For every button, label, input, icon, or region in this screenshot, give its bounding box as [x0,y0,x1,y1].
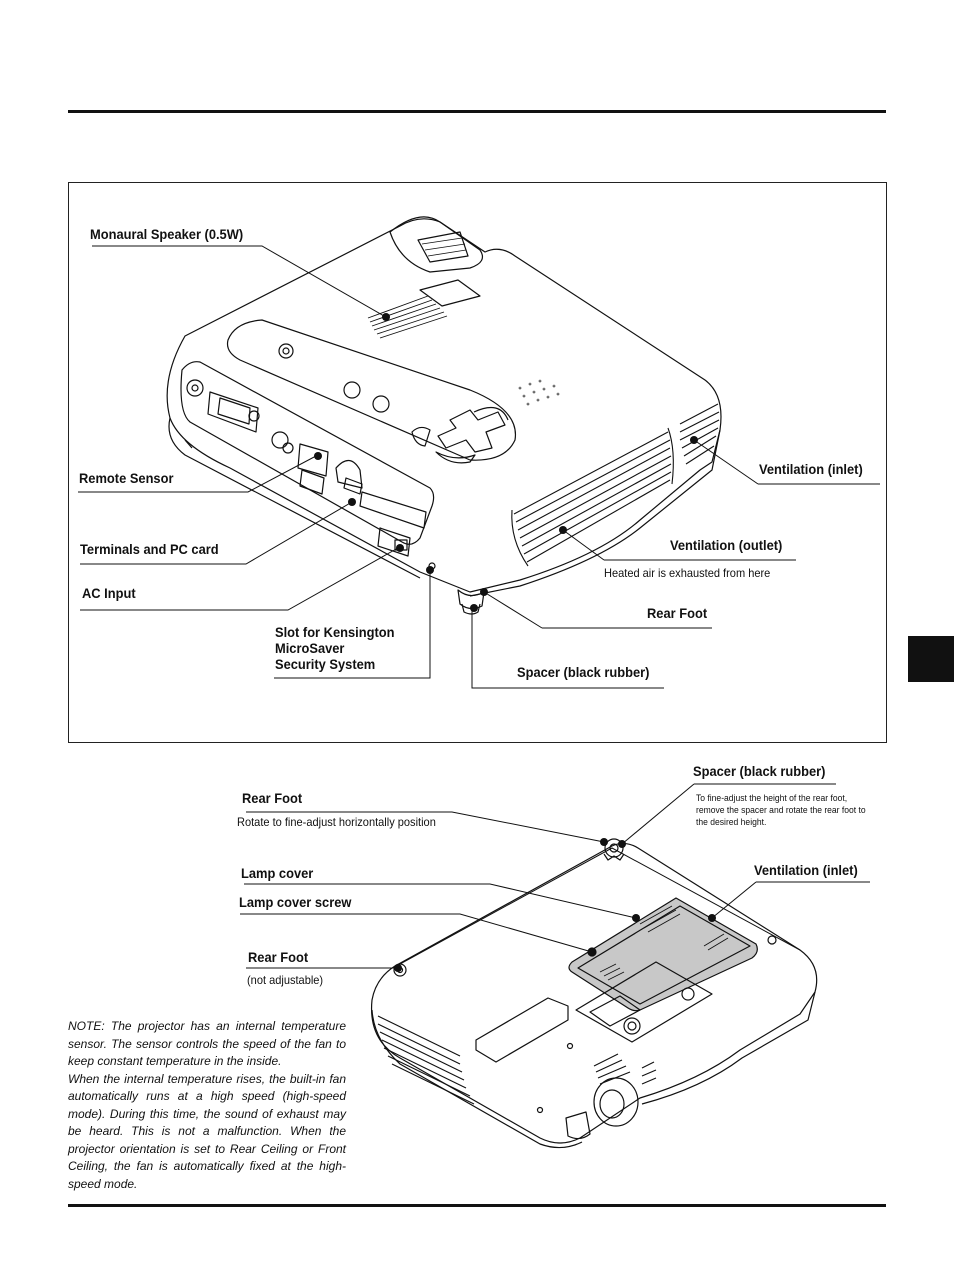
label-kensington-line2: MicroSaver [275,640,345,656]
label-lamp-cover-screw: Lamp cover screw [239,894,352,910]
label-spacer-top: Spacer (black rubber) [517,664,650,680]
label-rear-foot-fixed-sub: (not adjustable) [247,973,324,987]
projector-front-illustration [166,216,722,615]
label-rear-foot-top: Rear Foot [647,605,708,621]
label-kensington-line3: Security System [275,656,376,672]
label-remote-sensor: Remote Sensor [79,470,174,486]
projector-bottom-illustration [370,838,818,1149]
temperature-note: NOTE: The projector has an internal temp… [68,1018,346,1193]
label-kensington-line1: Slot for Kensington [275,624,395,640]
label-ventilation-inlet-top: Ventilation (inlet) [759,461,863,477]
label-ventilation-inlet-bottom: Ventilation (inlet) [754,862,858,878]
top-diagram-frame [68,182,887,743]
label-spacer-bottom: Spacer (black rubber) [693,763,826,779]
label-spacer-bottom-sub: To fine-adjust the height of the rear fo… [696,793,866,827]
label-rear-foot-adjustable-sub: Rotate to fine-adjust horizontally posit… [237,815,436,829]
label-rear-foot-fixed: Rear Foot [248,949,309,965]
label-terminals-pc-card: Terminals and PC card [80,541,219,557]
note-paragraph-2: When the internal temperature rises, the… [68,1071,346,1191]
label-ac-input: AC Input [82,585,136,601]
bottom-rule [68,1204,886,1207]
label-rear-foot-adjustable: Rear Foot [242,790,303,806]
chapter-tab-marker [908,636,954,682]
label-ventilation-outlet-sub: Heated air is exhausted from here [604,566,771,580]
label-lamp-cover: Lamp cover [241,865,314,881]
top-rule [68,110,886,113]
note-paragraph-1: NOTE: The projector has an internal temp… [68,1019,346,1068]
label-monaural-speaker: Monaural Speaker (0.5W) [90,226,244,242]
label-ventilation-outlet: Ventilation (outlet) [670,537,783,553]
